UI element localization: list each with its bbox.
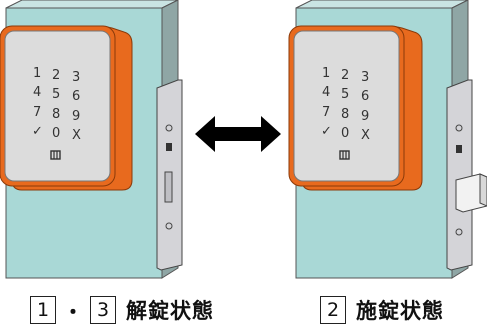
step-number-2: 2 <box>320 296 346 324</box>
left-door-assembly: 1 2 3 4 5 6 7 8 9 ✓ 0 X <box>0 0 183 279</box>
left-key-6: 6 <box>72 89 80 104</box>
left-keypad-logo-icon <box>50 150 61 160</box>
left-key-check: ✓ <box>32 124 43 139</box>
right-key-5: 5 <box>341 87 349 102</box>
left-bolt-recess <box>164 171 173 203</box>
left-caption: 1 ・ 3 解錠状態 <box>30 295 214 325</box>
left-key-5: 5 <box>52 87 60 102</box>
left-key-3: 3 <box>72 70 80 85</box>
left-key-1: 1 <box>33 66 41 81</box>
right-extended-bolt <box>455 173 487 213</box>
right-edge-plate <box>446 79 473 271</box>
right-caption: 2 施錠状態 <box>320 295 444 325</box>
right-keypad-logo-icon <box>339 150 350 160</box>
left-key-7: 7 <box>33 105 41 120</box>
left-plate-screw-top <box>165 124 173 132</box>
right-door-top <box>295 0 469 9</box>
right-door-assembly: 1 2 3 4 5 6 7 8 9 ✓ 0 X <box>288 0 487 279</box>
right-key-9: 9 <box>361 109 369 124</box>
left-keypad-keys: 1 2 3 4 5 6 7 8 9 ✓ 0 X <box>32 66 81 143</box>
right-key-6: 6 <box>361 89 369 104</box>
right-plate-screw-bottom <box>455 228 463 236</box>
step-number-3: 3 <box>90 296 116 324</box>
left-key-2: 2 <box>52 68 60 83</box>
step-number-1: 1 <box>30 296 56 324</box>
double-arrow-icon <box>195 116 281 152</box>
right-key-1: 1 <box>322 66 330 81</box>
left-key-x: X <box>72 128 81 143</box>
left-key-0: 0 <box>52 126 60 141</box>
left-keypad-face <box>4 30 111 182</box>
right-key-2: 2 <box>341 68 349 83</box>
unlocked-state-label: 解錠状態 <box>126 299 214 323</box>
right-plate-latch <box>456 145 462 153</box>
right-key-0: 0 <box>341 126 349 141</box>
left-key-4: 4 <box>33 85 41 100</box>
right-key-4: 4 <box>322 85 330 100</box>
right-keypad-face <box>293 30 400 182</box>
right-key-x: X <box>361 128 370 143</box>
locked-state-label: 施錠状態 <box>356 299 444 323</box>
right-key-8: 8 <box>341 107 349 122</box>
right-plate-screw-top <box>455 124 463 132</box>
right-key-3: 3 <box>361 70 369 85</box>
left-door-top <box>5 0 179 9</box>
caption-separator: ・ <box>63 299 83 324</box>
right-key-check: ✓ <box>321 124 332 139</box>
right-key-7: 7 <box>322 105 330 120</box>
left-plate-latch <box>166 143 172 151</box>
left-key-8: 8 <box>52 107 60 122</box>
left-key-9: 9 <box>72 109 80 124</box>
left-plate-screw-bottom <box>165 222 173 230</box>
right-keypad-keys: 1 2 3 4 5 6 7 8 9 ✓ 0 X <box>321 66 370 143</box>
